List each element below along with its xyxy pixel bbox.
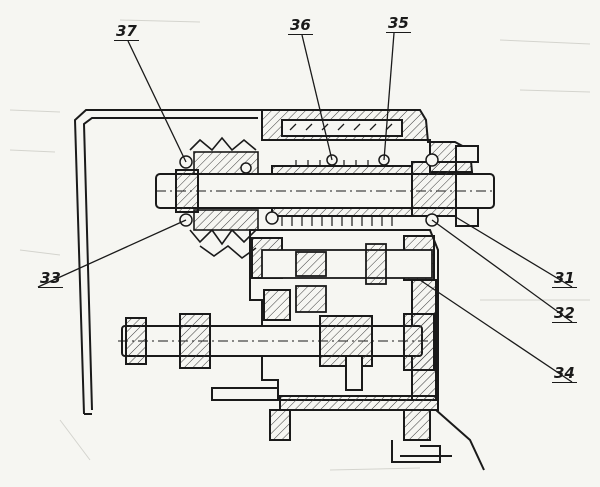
pulley xyxy=(189,136,259,260)
callout-33: 33 xyxy=(38,269,63,288)
intermediate-shaft xyxy=(261,243,433,313)
callout-32: 32 xyxy=(552,304,577,323)
gear-teeth xyxy=(281,160,393,226)
callout-34: 34 xyxy=(552,364,577,383)
leader-33 xyxy=(37,219,187,288)
callout-35: 35 xyxy=(386,14,411,33)
leader-34 xyxy=(419,279,573,383)
leader-31 xyxy=(453,215,573,288)
leader-lines xyxy=(37,32,573,383)
callout-37: 37 xyxy=(114,22,139,41)
leader-35 xyxy=(383,32,395,161)
background-sketch xyxy=(9,19,591,471)
leader-32 xyxy=(431,219,573,323)
upper-housing xyxy=(261,109,474,173)
leader-37 xyxy=(127,40,187,163)
base-foot xyxy=(211,387,485,471)
callout-31: 31 xyxy=(552,269,577,288)
callout-36: 36 xyxy=(288,16,313,35)
leader-36 xyxy=(301,34,333,161)
output-shaft xyxy=(118,313,435,391)
